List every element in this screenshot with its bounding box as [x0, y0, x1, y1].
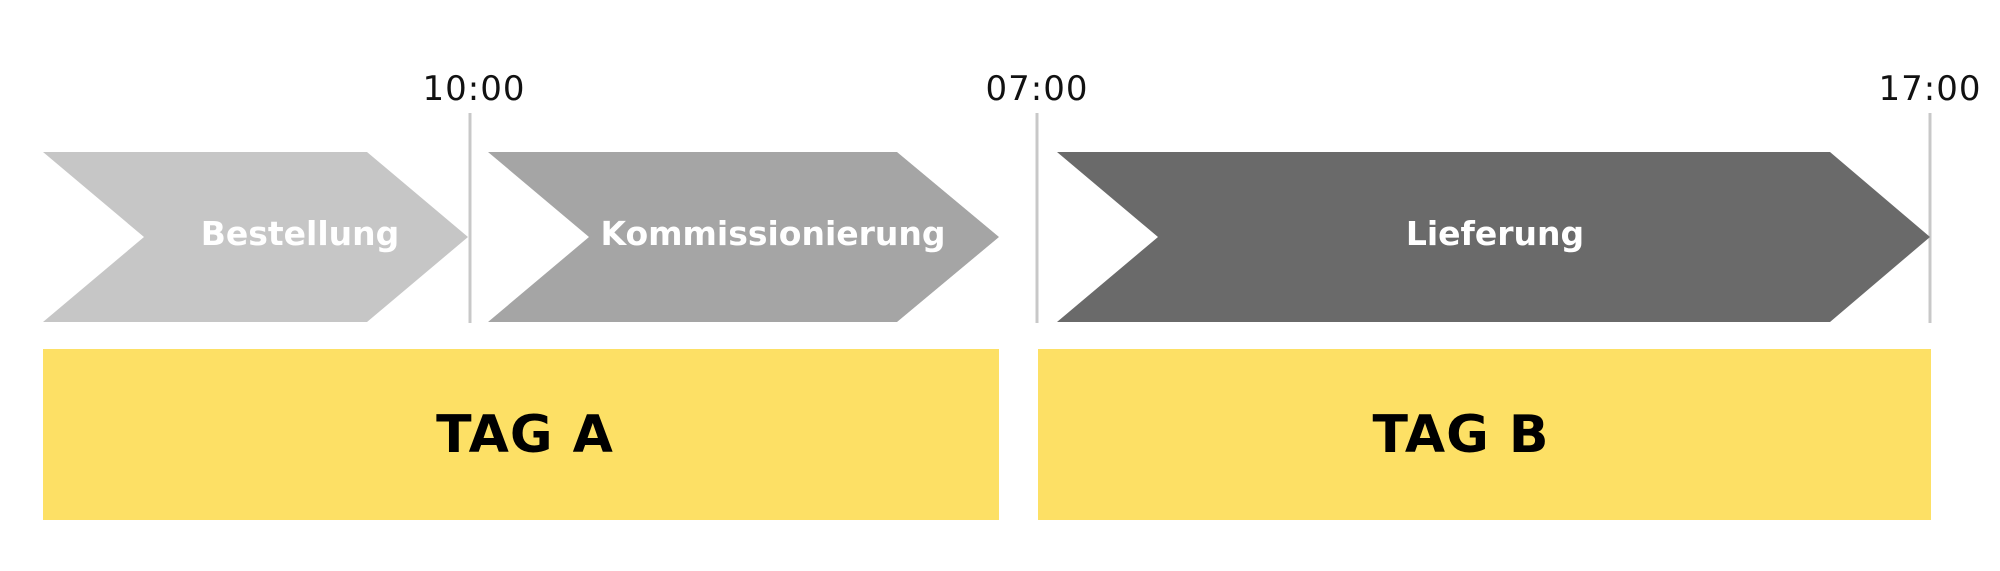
step-chevron-kommissionierung: [488, 152, 999, 322]
time-label-3: 17:00: [1879, 69, 1982, 109]
day-bar-a: [43, 349, 999, 520]
step-label-lieferung: Lieferung: [1406, 214, 1584, 253]
step-chevron-lieferung: [1057, 152, 1930, 322]
day-bar-b: [1038, 349, 1931, 520]
day-label-b: TAG B: [1372, 405, 1549, 465]
day-label-a: TAG A: [436, 405, 614, 465]
step-label-kommissionierung: Kommissionierung: [600, 214, 945, 253]
time-label-2: 07:00: [986, 69, 1089, 109]
step-label-bestellung: Bestellung: [201, 214, 400, 253]
step-chevron-bestellung: [43, 152, 468, 322]
time-label-1: 10:00: [423, 69, 526, 109]
